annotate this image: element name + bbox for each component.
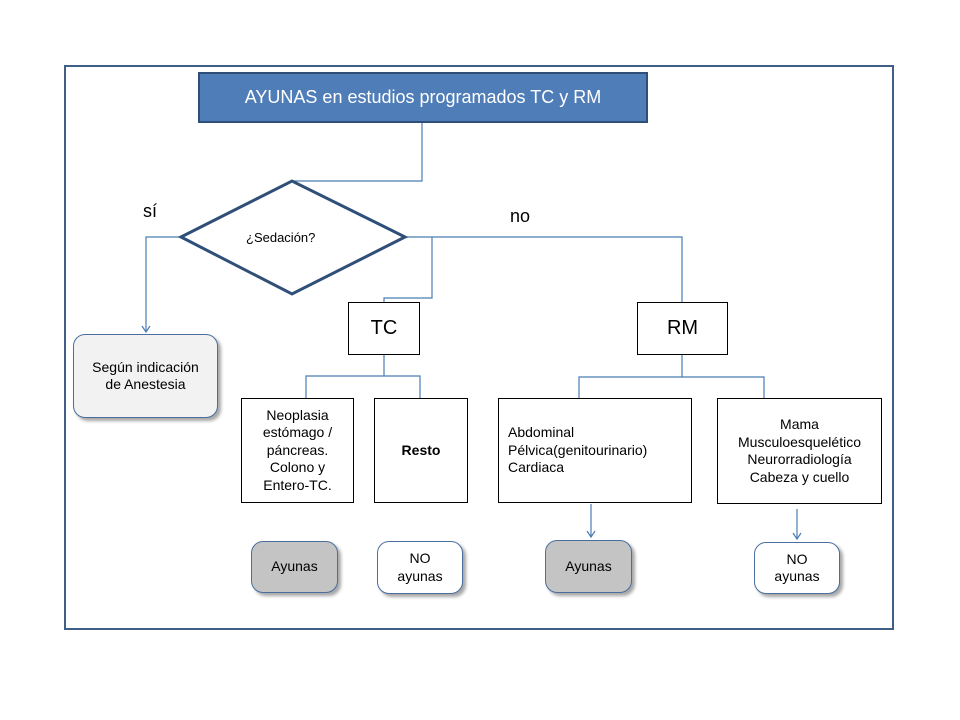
connector-title-to-decision: [292, 123, 423, 182]
tc-left-criteria-box: Neoplasia estómago / páncreas. Colono y …: [241, 398, 354, 503]
connector-rm-right: [682, 376, 765, 398]
diagram-frame: [64, 65, 894, 630]
decision-diamond: [177, 179, 409, 296]
yes-label: sí: [143, 201, 158, 221]
connector-no-branch: [405, 236, 683, 302]
connector-rm-split: [578, 355, 683, 398]
flowchart-title: AYUNAS en estudios programados TC y RM: [198, 72, 648, 123]
no-label: no: [510, 206, 531, 226]
anesthesia-box: Según indicación de Anestesia: [73, 334, 218, 418]
connector-yes-branch: [141, 236, 181, 334]
decision-question: ¿Sedación?: [246, 230, 316, 245]
rm-right-result: NO ayunas: [754, 542, 840, 594]
tc-left-result: Ayunas: [251, 541, 338, 593]
rm-right-criteria-box: Mama Musculoesquelético Neurorradiología…: [717, 398, 882, 504]
rm-left-criteria-box: Abdominal Pélvica(genitourinario) Cardia…: [498, 398, 692, 503]
rm-left-result: Ayunas: [545, 540, 632, 593]
tc-right-result: NO ayunas: [377, 541, 463, 594]
connector-tc-split: [305, 355, 385, 398]
connector-to-tc: [383, 237, 433, 302]
rm-box: RM: [637, 302, 728, 355]
tc-right-criteria-box: Resto: [374, 398, 468, 503]
tc-box: TC: [348, 302, 420, 355]
connector-tc-right: [384, 375, 421, 398]
